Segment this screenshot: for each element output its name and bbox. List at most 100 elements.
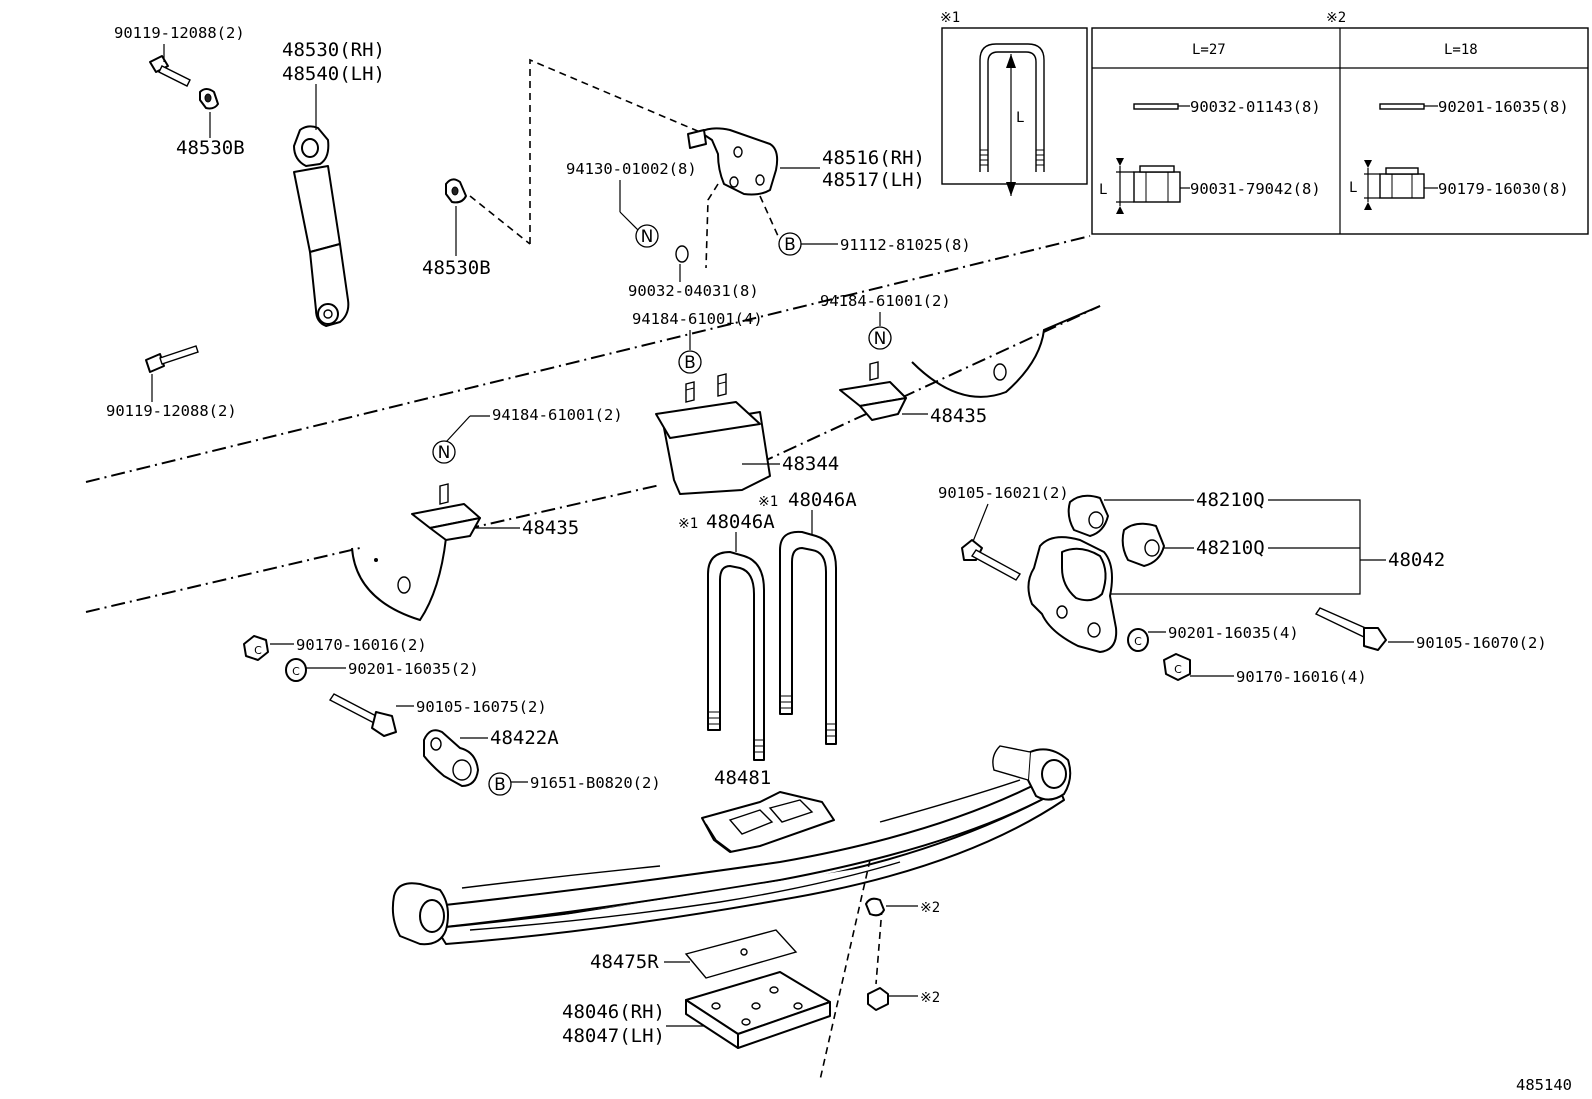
bushing-48210q-lower: [1121, 522, 1165, 567]
ubolt-detail-inner: [987, 51, 1037, 172]
label-ubolt-right: 48046A: [788, 489, 857, 511]
legend-panel: ※1 L ※2 L=27 L=18 90032-01143(8): [940, 10, 1589, 235]
symbol-b-91112: B: [778, 232, 802, 256]
shock-bracket: [687, 127, 779, 196]
svg-text:N: N: [438, 443, 451, 463]
label-bolt-91651: 91651-B0820(2): [530, 774, 661, 792]
shackle-48042: [1027, 536, 1118, 653]
shock-absorber: [293, 125, 350, 327]
washer-90201-left: C: [285, 658, 307, 682]
col-left-washer: 90032-01143(8): [1190, 98, 1321, 116]
stopper-48435-right: [839, 361, 907, 421]
shackle-plate-48422a: [423, 729, 479, 787]
washer-48530b-top: [199, 88, 219, 110]
label-nut-90170-right: 90170-16016(4): [1236, 668, 1367, 686]
label-shackle-plate: 48422A: [490, 727, 559, 749]
label-bolt-lower-left: 90119-12088(2): [106, 402, 237, 420]
label-bracket-lh: 48517(LH): [822, 169, 925, 191]
ubolt-right: [779, 530, 837, 745]
spacer-48481: [701, 791, 835, 853]
label-bolt-90105-right-top: 90105-16021(2): [938, 484, 1069, 502]
label-bolt-91112: 91112-81025(8): [840, 236, 971, 254]
washer-90032: [675, 245, 689, 263]
symbol-n-94130: N: [635, 224, 659, 248]
bolt-90119-lower: [145, 345, 199, 373]
col-right-header: L=18: [1444, 42, 1478, 58]
col-right-washer: 90201-16035(8): [1438, 98, 1569, 116]
bushing-48210q-upper: [1067, 494, 1109, 537]
nut-90170-left: C: [243, 635, 269, 661]
label-spacer-48481: 48481: [714, 767, 771, 789]
label-shock-rh: 48530(RH): [282, 39, 385, 61]
legend-mark1: ※1: [940, 10, 960, 26]
label-washer-90201-left: 90201-16035(2): [348, 660, 479, 678]
ubolt-dimension-label: L: [1016, 110, 1024, 126]
ubolt-detail-threads: [980, 149, 1044, 166]
svg-text:C: C: [292, 665, 300, 678]
sheet-48475r: [684, 929, 798, 979]
label-nut-94184-left: 94184-61001(2): [492, 406, 623, 424]
label-washer-90032: 90032-04031(8): [628, 282, 759, 300]
label-bolt-94130: 94130-01002(8): [566, 160, 697, 178]
bolt-90105-left: [328, 693, 397, 737]
label-nut-90170-left: 90170-16016(2): [296, 636, 427, 654]
bolt-90119-top: [149, 55, 191, 87]
label-ubolt-right-mark: ※1: [758, 494, 778, 510]
label-seat-lh: 48047(LH): [562, 1025, 665, 1047]
label-bushing-upper: 48210Q: [1196, 489, 1265, 511]
bumper-48344: [655, 373, 771, 495]
nut-mark2-lower: [867, 987, 889, 1011]
svg-text:B: B: [684, 353, 696, 373]
washer-mark2-upper: [865, 897, 885, 917]
col-left-header: L=27: [1192, 42, 1226, 58]
symbol-b-94184: B: [678, 350, 702, 374]
nut-dim-left: L: [1099, 182, 1107, 198]
hex-nut-right: [1379, 167, 1425, 199]
label-sheet-48475r: 48475R: [590, 951, 659, 973]
label-bumper-48344: 48344: [782, 453, 839, 475]
label-bolt-90105-right: 90105-16070(2): [1416, 634, 1547, 652]
svg-text:N: N: [641, 227, 654, 247]
svg-text:N: N: [874, 329, 887, 349]
washer-90201-right: C: [1127, 628, 1149, 652]
label-washer-top-left: 48530B: [176, 137, 245, 159]
label-washer-mid: 48530B: [422, 257, 491, 279]
frame-rail: [85, 235, 1101, 622]
legend-mark2: ※2: [1326, 10, 1346, 26]
label-nut-94184-left-top: 94184-61001(4): [632, 310, 763, 328]
svg-text:C: C: [1134, 635, 1142, 648]
bolt-90105-right: [1314, 607, 1387, 651]
col-left-nut: 90031-79042(8): [1190, 180, 1321, 198]
dimension-arrow-down: [1006, 182, 1016, 196]
svg-text:B: B: [784, 235, 796, 255]
label-mark2-lower: ※2: [920, 990, 940, 1006]
symbol-b-91651: B: [488, 772, 512, 796]
label-bolt-90105-left: 90105-16075(2): [416, 698, 547, 716]
label-shock-lh: 48540(LH): [282, 63, 385, 85]
washer-48530b-mid: [445, 178, 467, 204]
stopper-48435-left: [411, 483, 481, 541]
label-bracket-rh: 48516(RH): [822, 147, 925, 169]
svg-text:C: C: [1174, 663, 1182, 676]
label-bushing-lower: 48210Q: [1196, 537, 1265, 559]
label-stopper-right: 48435: [930, 405, 987, 427]
label-ubolt-left: 48046A: [706, 511, 775, 533]
flat-washer-right: [1379, 103, 1425, 110]
label-seat-rh: 48046(RH): [562, 1001, 665, 1023]
svg-text:B: B: [494, 775, 506, 795]
flat-washer-left: [1133, 103, 1179, 110]
diagram-id: 485140: [1516, 1076, 1572, 1094]
label-shackle-assy: 48042: [1388, 549, 1445, 571]
svg-text:C: C: [254, 644, 262, 657]
label-bolt-top-left: 90119-12088(2): [114, 24, 245, 42]
symbol-n-94184-left: N: [432, 440, 456, 464]
label-ubolt-left-mark: ※1: [678, 516, 698, 532]
leaf-spring: [391, 745, 1072, 946]
spring-seat-48046: [685, 971, 831, 1049]
bolt-90105-right-top: [961, 539, 1022, 581]
label-stopper-left: 48435: [522, 517, 579, 539]
nut-dim-right: L: [1349, 180, 1357, 196]
label-nut-94184-right-top: 94184-61001(2): [820, 292, 951, 310]
col-right-nut: 90179-16030(8): [1438, 180, 1569, 198]
